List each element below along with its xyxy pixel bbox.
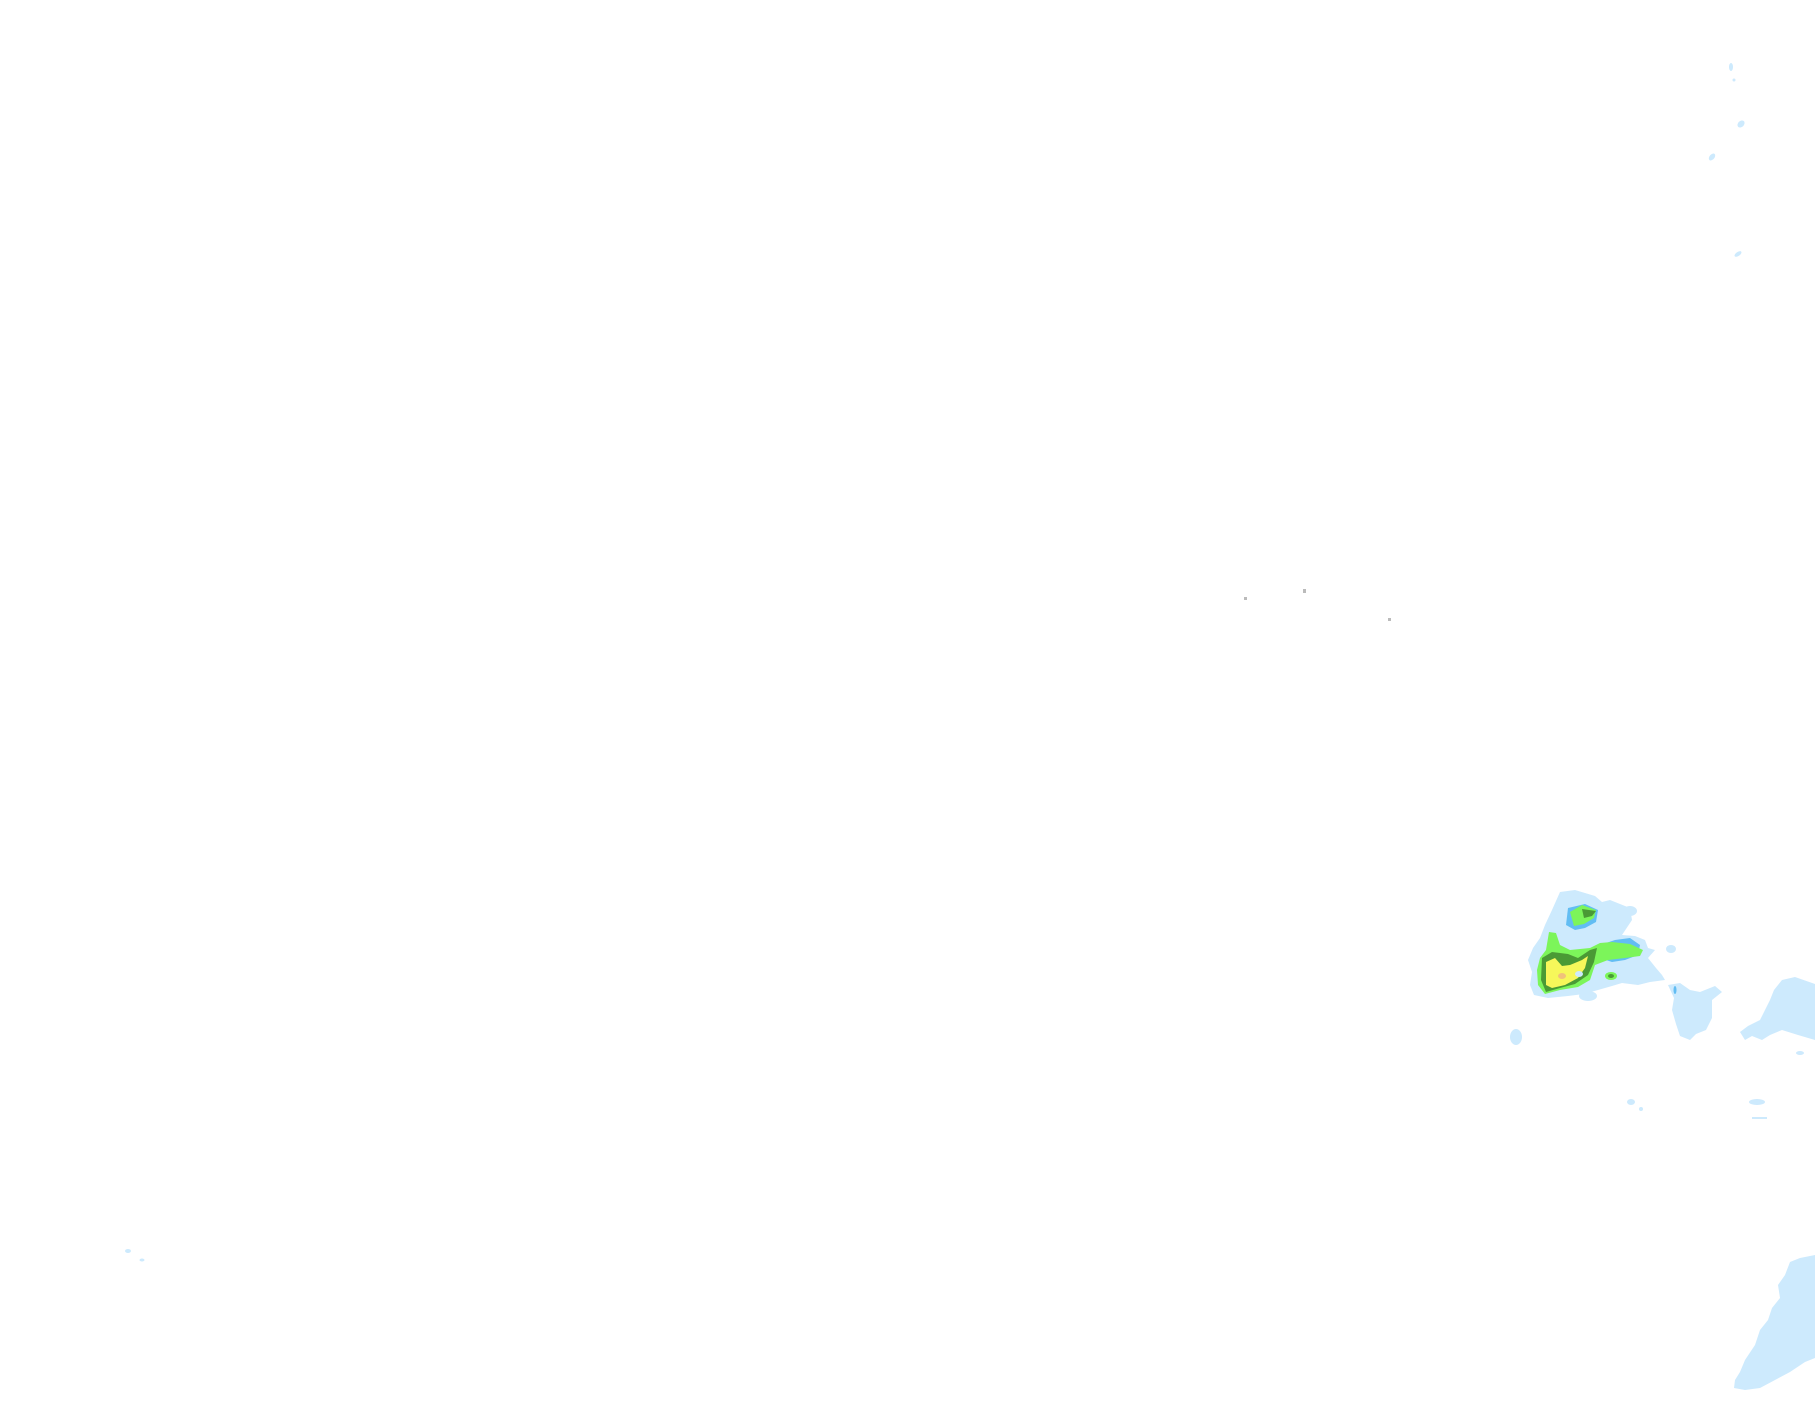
storm-cell-main [1528, 890, 1722, 1040]
echo-area-east [1740, 977, 1815, 1040]
echoes-bottom-left [125, 1249, 145, 1262]
echo-gap [1575, 971, 1583, 977]
echo [1510, 1029, 1522, 1045]
echo-heavy [1608, 974, 1614, 978]
echo [1752, 1117, 1767, 1119]
echo [1749, 1099, 1765, 1105]
echo-extreme [1558, 973, 1566, 979]
echo-very-heavy [1546, 956, 1588, 988]
echo [1623, 906, 1637, 916]
echo-light [1673, 986, 1677, 994]
echo [1737, 120, 1745, 128]
echo [1734, 251, 1742, 257]
echo [1579, 991, 1597, 1001]
echo [1796, 1051, 1804, 1055]
echo [1708, 153, 1716, 161]
echo-heavy [1582, 909, 1596, 918]
echo [1729, 63, 1733, 71]
echo-area-south-east [1734, 1255, 1815, 1390]
echoes-east [1510, 977, 1815, 1119]
station-marker [1388, 618, 1391, 621]
echo [1627, 1099, 1635, 1105]
echo [1666, 945, 1676, 953]
echo [1639, 1107, 1643, 1111]
station-marker [1244, 597, 1247, 600]
echo [1732, 78, 1736, 82]
echo-very-light-east [1668, 983, 1722, 1040]
station-marker [1303, 589, 1306, 593]
echo [125, 1249, 131, 1253]
station-markers [1244, 589, 1391, 621]
echoes-south-east [1734, 1255, 1815, 1390]
echoes-top-right [1708, 63, 1745, 257]
echo [139, 1258, 145, 1262]
